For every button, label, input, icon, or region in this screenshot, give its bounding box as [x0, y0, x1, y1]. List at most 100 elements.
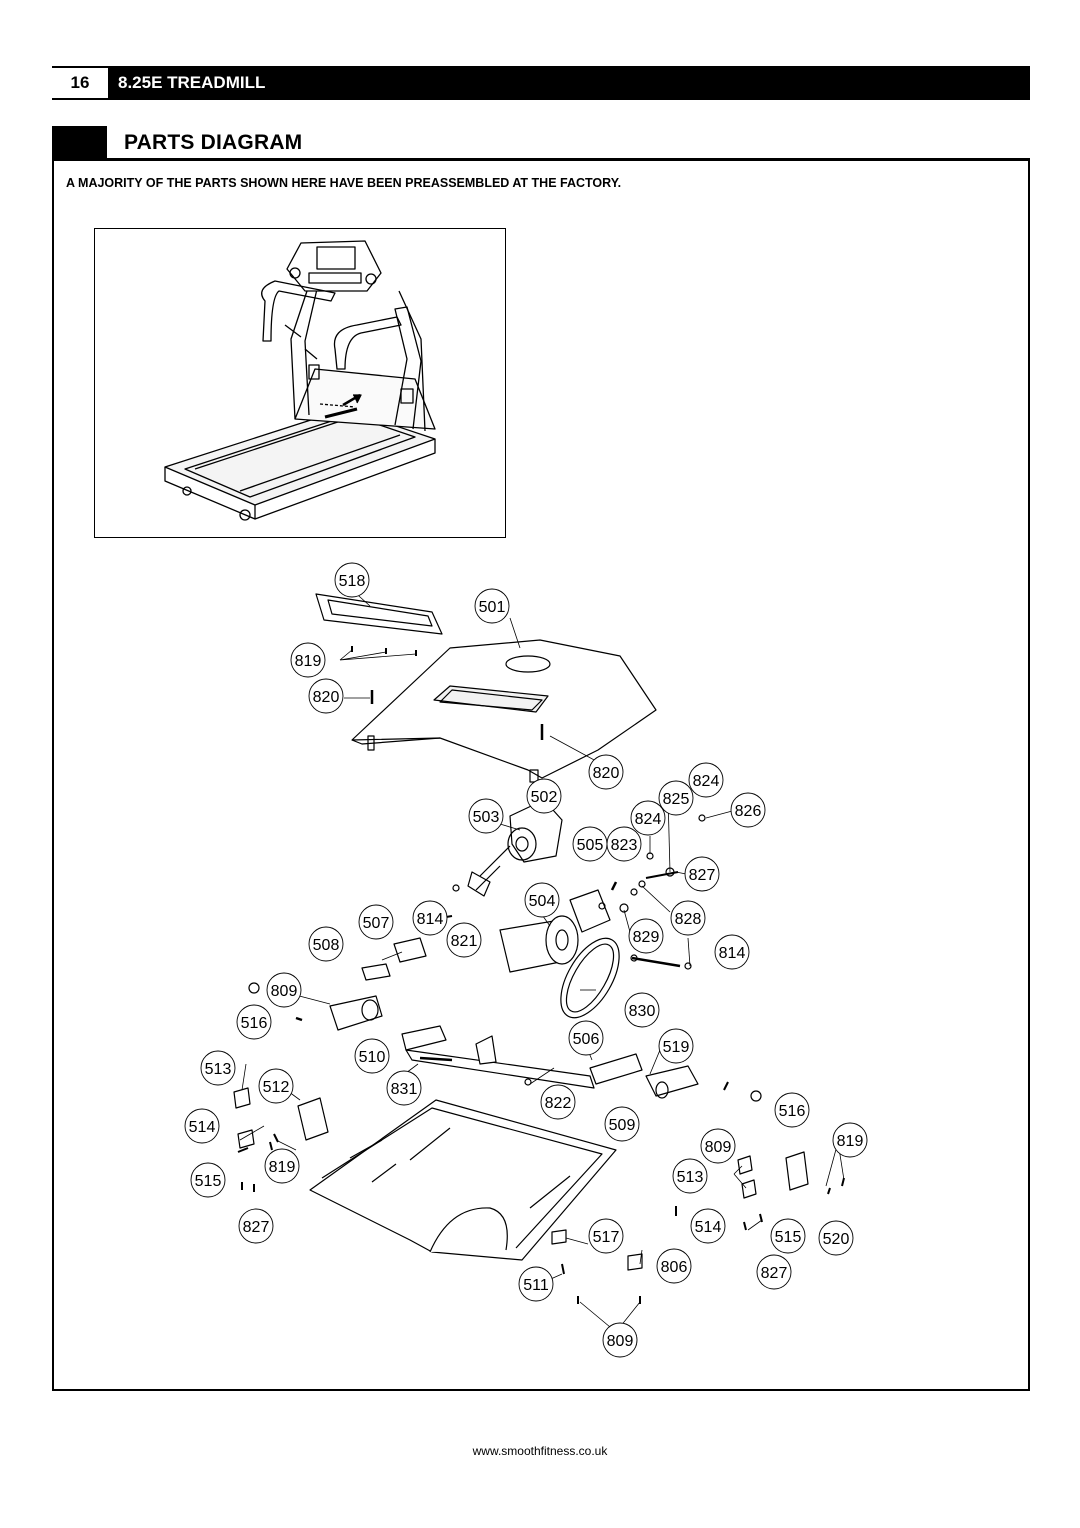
- callout-circle: [184, 1108, 220, 1144]
- callout-circle: [588, 1218, 624, 1254]
- callout-circle: [236, 1004, 272, 1040]
- callout-516a: 516: [236, 1004, 272, 1040]
- callout-circle: [672, 1158, 708, 1194]
- callout-505: 505: [572, 826, 608, 862]
- callout-circle: [756, 1254, 792, 1290]
- callout-number: 509: [609, 1117, 636, 1134]
- callout-number: 830: [629, 1003, 656, 1020]
- callout-502: 502: [526, 778, 562, 814]
- callout-number: 515: [195, 1173, 222, 1190]
- callout-circle: [200, 1050, 236, 1086]
- callout-number: 514: [695, 1219, 722, 1236]
- callout-814b: 814: [714, 934, 750, 970]
- callout-circle: [266, 972, 302, 1008]
- callout-number: 827: [689, 867, 716, 884]
- callout-circle: [602, 1322, 638, 1358]
- callout-number: 819: [295, 653, 322, 670]
- callout-number: 822: [545, 1095, 572, 1112]
- callout-number: 504: [529, 893, 556, 910]
- callout-number: 821: [451, 933, 478, 950]
- callout-819a: 819: [290, 642, 326, 678]
- callout-819b: 819: [832, 1122, 868, 1158]
- callout-number: 518: [339, 573, 366, 590]
- callout-circle: [700, 1128, 736, 1164]
- callout-number: 819: [269, 1159, 296, 1176]
- callout-514a: 514: [184, 1108, 220, 1144]
- callout-831: 831: [386, 1070, 422, 1106]
- callout-circle: [658, 1028, 694, 1064]
- part-506-frame-drawing: [401, 1025, 643, 1089]
- right-foot-hardware: [737, 1151, 845, 1231]
- callout-number: 513: [205, 1061, 232, 1078]
- callout-circle: [386, 1070, 422, 1106]
- callout-806: 806: [656, 1248, 692, 1284]
- callout-820b: 820: [588, 754, 624, 790]
- section-marker: [52, 126, 107, 158]
- callout-517: 517: [588, 1218, 624, 1254]
- callout-821: 821: [446, 922, 482, 958]
- callout-circle: [684, 856, 720, 892]
- callout-501: 501: [474, 588, 510, 624]
- callout-508: 508: [308, 926, 344, 962]
- callout-circle: [604, 1106, 640, 1142]
- callout-number: 517: [593, 1229, 620, 1246]
- section-heading: PARTS DIAGRAM: [52, 126, 1030, 158]
- callout-number: 501: [479, 599, 506, 616]
- callout-number: 505: [577, 837, 604, 854]
- document-title: 8.25E TREADMILL: [118, 73, 266, 92]
- part-502-motor-drawing: [452, 799, 563, 897]
- callout-827b: 827: [238, 1208, 274, 1244]
- callout-circle: [774, 1092, 810, 1128]
- left-foot-hardware: [233, 1087, 279, 1192]
- treadmill-overview-drawing: [164, 240, 436, 521]
- callout-number: 514: [189, 1119, 216, 1136]
- callout-circle: [290, 642, 326, 678]
- callout-519: 519: [658, 1028, 694, 1064]
- callout-514b: 514: [690, 1208, 726, 1244]
- callout-circle: [518, 1266, 554, 1302]
- callout-circle: [606, 826, 642, 862]
- callout-number: 824: [693, 773, 720, 790]
- callout-circle: [238, 1208, 274, 1244]
- part-518-drawing: [315, 593, 443, 635]
- callout-circle: [524, 882, 560, 918]
- callout-825: 825: [658, 780, 694, 816]
- callout-809a: 809: [266, 972, 302, 1008]
- callout-circle: [690, 1208, 726, 1244]
- callout-516b: 516: [774, 1092, 810, 1128]
- callout-822: 822: [540, 1084, 576, 1120]
- callout-number: 809: [607, 1333, 634, 1350]
- callout-820a: 820: [308, 678, 344, 714]
- callout-circle: [656, 1248, 692, 1284]
- part-501-drawing: [351, 639, 657, 783]
- callout-823: 823: [606, 826, 642, 862]
- callout-511: 511: [518, 1266, 554, 1302]
- content-frame: [52, 158, 1030, 1391]
- callout-number: 806: [661, 1259, 688, 1276]
- callout-number: 819: [837, 1133, 864, 1150]
- callout-824b: 824: [630, 800, 666, 836]
- callout-number: 516: [779, 1103, 806, 1120]
- callout-circle: [334, 562, 370, 598]
- callout-515a: 515: [190, 1162, 226, 1198]
- callout-number: 519: [663, 1039, 690, 1056]
- callout-circle: [770, 1218, 806, 1254]
- callout-513a: 513: [200, 1050, 236, 1086]
- callout-circle: [568, 1020, 604, 1056]
- callout-circle: [624, 992, 660, 1028]
- callout-number: 827: [761, 1265, 788, 1282]
- callout-circle: [832, 1122, 868, 1158]
- callout-number: 516: [241, 1015, 268, 1032]
- callout-824a: 824: [688, 762, 724, 798]
- header-bar: [52, 66, 1030, 100]
- page-number: 16: [52, 68, 108, 98]
- callout-circle: [358, 904, 394, 940]
- callout-number: 809: [705, 1139, 732, 1156]
- callout-number: 507: [363, 915, 390, 932]
- callout-circle: [258, 1068, 294, 1104]
- callout-number: 829: [633, 929, 660, 946]
- callout-circle: [354, 1038, 390, 1074]
- callout-circle: [468, 798, 504, 834]
- part-507-drawing: [361, 915, 453, 981]
- callout-number: 825: [663, 791, 690, 808]
